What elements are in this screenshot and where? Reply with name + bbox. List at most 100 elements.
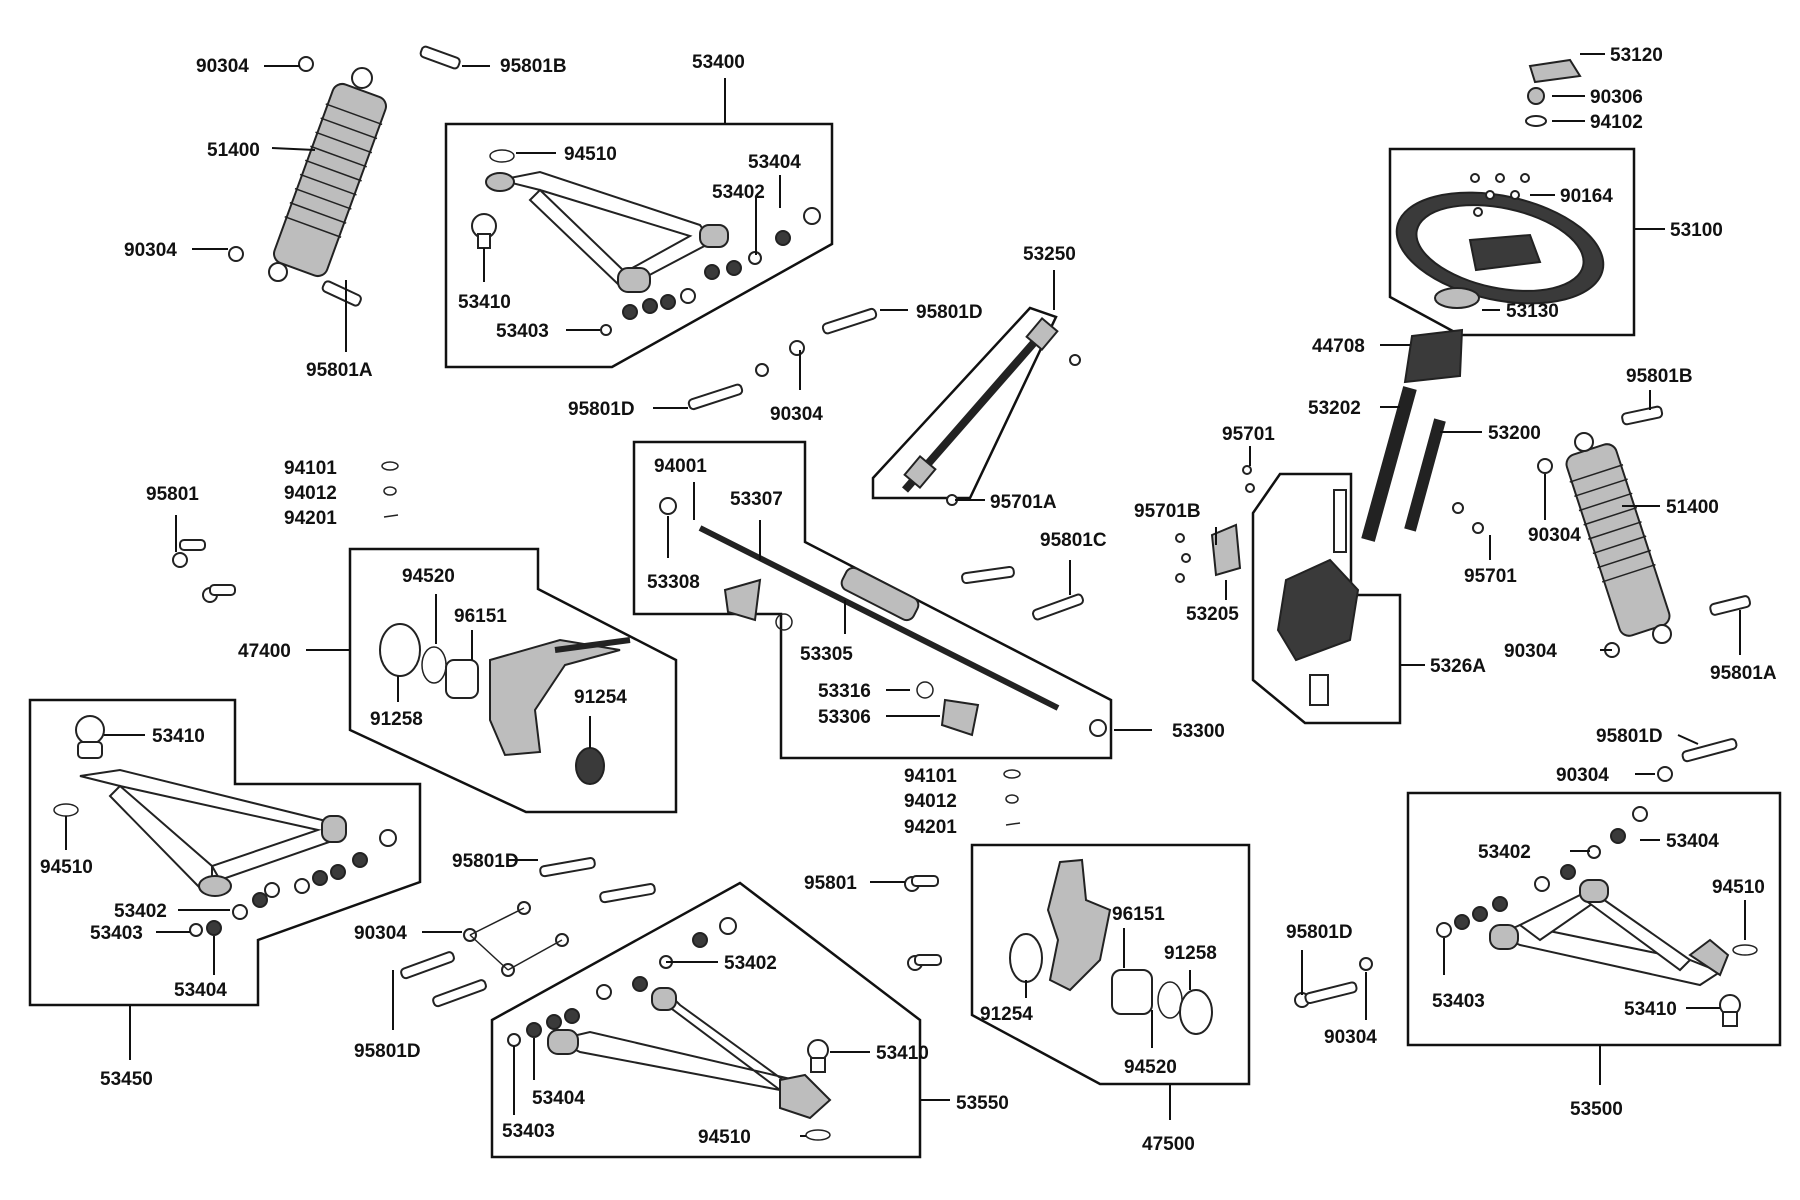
small-hardware-94101-94012-94201-b bbox=[1003, 769, 1021, 826]
small-hardware-94101-94012-94201-a bbox=[381, 461, 399, 518]
label-94101-a: 94101 bbox=[284, 458, 337, 479]
a-arm-53550 bbox=[547, 987, 832, 1141]
label-53200: 53200 bbox=[1488, 423, 1541, 444]
label-91258-b: 91258 bbox=[1164, 943, 1217, 964]
clip-94510-upper bbox=[489, 149, 515, 163]
label-53450: 53450 bbox=[100, 1069, 153, 1090]
label-53403-upper: 53403 bbox=[496, 321, 549, 342]
washer-90304-mid bbox=[755, 340, 805, 377]
nut-90304-right-upper bbox=[1537, 458, 1553, 474]
leader-lines bbox=[65, 53, 1746, 1137]
label-95801D-top-mid: 95801D bbox=[916, 302, 983, 323]
label-53300: 53300 bbox=[1172, 721, 1225, 742]
label-96151-b: 96151 bbox=[1112, 904, 1165, 925]
label-44708: 44708 bbox=[1312, 336, 1365, 357]
label-53205: 53205 bbox=[1186, 604, 1239, 625]
label-53403-right: 53403 bbox=[1432, 991, 1485, 1012]
label-94201-b: 94201 bbox=[904, 817, 957, 838]
label-94001: 94001 bbox=[654, 456, 707, 477]
column-53200 bbox=[1404, 418, 1446, 532]
bolt-95801C bbox=[961, 565, 1085, 621]
label-53402-bottom: 53402 bbox=[724, 953, 777, 974]
label-94520-b: 94520 bbox=[1124, 1057, 1177, 1078]
bolts-95801-left bbox=[172, 539, 236, 603]
label-95801D-links-top: 95801D bbox=[452, 851, 519, 872]
label-53403-bottom: 53403 bbox=[502, 1121, 555, 1142]
knuckle-assembly-47400 bbox=[379, 623, 631, 785]
label-95801C: 95801C bbox=[1040, 530, 1107, 551]
knuckle-assembly-47500 bbox=[1009, 858, 1213, 1035]
bolt-95801D-top-mid bbox=[821, 307, 878, 335]
label-90304-top-left: 90304 bbox=[196, 56, 249, 77]
group-box-53250 bbox=[871, 306, 1058, 500]
cover-44708 bbox=[1403, 328, 1464, 384]
label-94012-a: 94012 bbox=[284, 483, 337, 504]
label-95701B: 95701B bbox=[1134, 501, 1201, 522]
nut-90304-mid-left bbox=[228, 246, 244, 262]
label-90306: 90306 bbox=[1590, 87, 1643, 108]
group-box-53500 bbox=[1406, 791, 1782, 1047]
label-95801A-right: 95801A bbox=[1710, 663, 1777, 684]
label-90304-right-lower: 90304 bbox=[1504, 641, 1557, 662]
label-95801B-top-left: 95801B bbox=[500, 56, 567, 77]
nut-90304-right-mid bbox=[1657, 766, 1673, 782]
label-96151-a: 96151 bbox=[454, 606, 507, 627]
label-53404-right: 53404 bbox=[1666, 831, 1719, 852]
nut-90306 bbox=[1527, 87, 1545, 105]
group-box-steering-rack-53300 bbox=[632, 440, 1113, 760]
label-53404-left: 53404 bbox=[174, 980, 227, 1001]
label-53402-right: 53402 bbox=[1478, 842, 1531, 863]
label-94102: 94102 bbox=[1590, 112, 1643, 133]
label-91254-b: 91254 bbox=[980, 1004, 1033, 1025]
part-labels: 90304 95801B 51400 90304 95801A 53400 94… bbox=[40, 45, 1777, 1155]
label-95701-top: 95701 bbox=[1222, 424, 1275, 445]
label-47500: 47500 bbox=[1142, 1134, 1195, 1155]
screws-90164 bbox=[1470, 173, 1530, 217]
label-53202: 53202 bbox=[1308, 398, 1361, 419]
label-90304-right-upper: 90304 bbox=[1528, 525, 1581, 546]
label-95801-mid: 95801 bbox=[804, 873, 857, 894]
label-47400: 47400 bbox=[238, 641, 291, 662]
bolt-95801D-right-mid bbox=[1294, 957, 1373, 1008]
bolt-95801A-left bbox=[321, 280, 362, 307]
ball-joint-53410-upper bbox=[471, 213, 497, 249]
label-95701-right: 95701 bbox=[1464, 566, 1517, 587]
label-90304-mid-left: 90304 bbox=[124, 240, 177, 261]
label-53100: 53100 bbox=[1670, 220, 1723, 241]
label-95801D-right-mid: 95801D bbox=[1286, 922, 1353, 943]
group-box-knuckle-47400 bbox=[348, 547, 678, 814]
label-53550: 53550 bbox=[956, 1093, 1009, 1114]
label-53120: 53120 bbox=[1610, 45, 1663, 66]
bracket-53205 bbox=[1175, 523, 1242, 583]
label-95801D-links-bottom: 95801D bbox=[354, 1041, 421, 1062]
label-53306: 53306 bbox=[818, 707, 871, 728]
label-53130: 53130 bbox=[1506, 301, 1559, 322]
label-91258-a: 91258 bbox=[370, 709, 423, 730]
label-53250: 53250 bbox=[1023, 244, 1076, 265]
label-90164: 90164 bbox=[1560, 186, 1613, 207]
label-51400-left: 51400 bbox=[207, 140, 260, 161]
label-94520-a: 94520 bbox=[402, 566, 455, 587]
bolt-95801D-left-mid bbox=[687, 383, 744, 411]
power-steering-unit-5326A bbox=[1276, 489, 1360, 706]
bolts-95701 bbox=[1242, 465, 1484, 534]
label-53410-upper: 53410 bbox=[458, 292, 511, 313]
a-arm-53450 bbox=[53, 715, 347, 897]
a-arm-53400 bbox=[485, 170, 729, 293]
label-90304-links: 90304 bbox=[354, 923, 407, 944]
bolt-95801B-right bbox=[1621, 405, 1664, 426]
label-90304-right-mid: 90304 bbox=[1324, 1027, 1377, 1048]
label-53403-left: 53403 bbox=[90, 923, 143, 944]
bolt-95801-mid bbox=[904, 875, 942, 971]
label-53410-bottom: 53410 bbox=[876, 1043, 929, 1064]
label-53402-upper: 53402 bbox=[712, 182, 765, 203]
label-90304-right: 90304 bbox=[1556, 765, 1609, 786]
group-box-53400 bbox=[444, 122, 834, 369]
bolt-95801A-right bbox=[1709, 595, 1752, 616]
bolts-links-95801D-90304 bbox=[400, 857, 656, 1008]
label-53305: 53305 bbox=[800, 644, 853, 665]
label-94012-b: 94012 bbox=[904, 791, 957, 812]
label-94201-a: 94201 bbox=[284, 508, 337, 529]
label-5326A: 5326A bbox=[1430, 656, 1486, 677]
